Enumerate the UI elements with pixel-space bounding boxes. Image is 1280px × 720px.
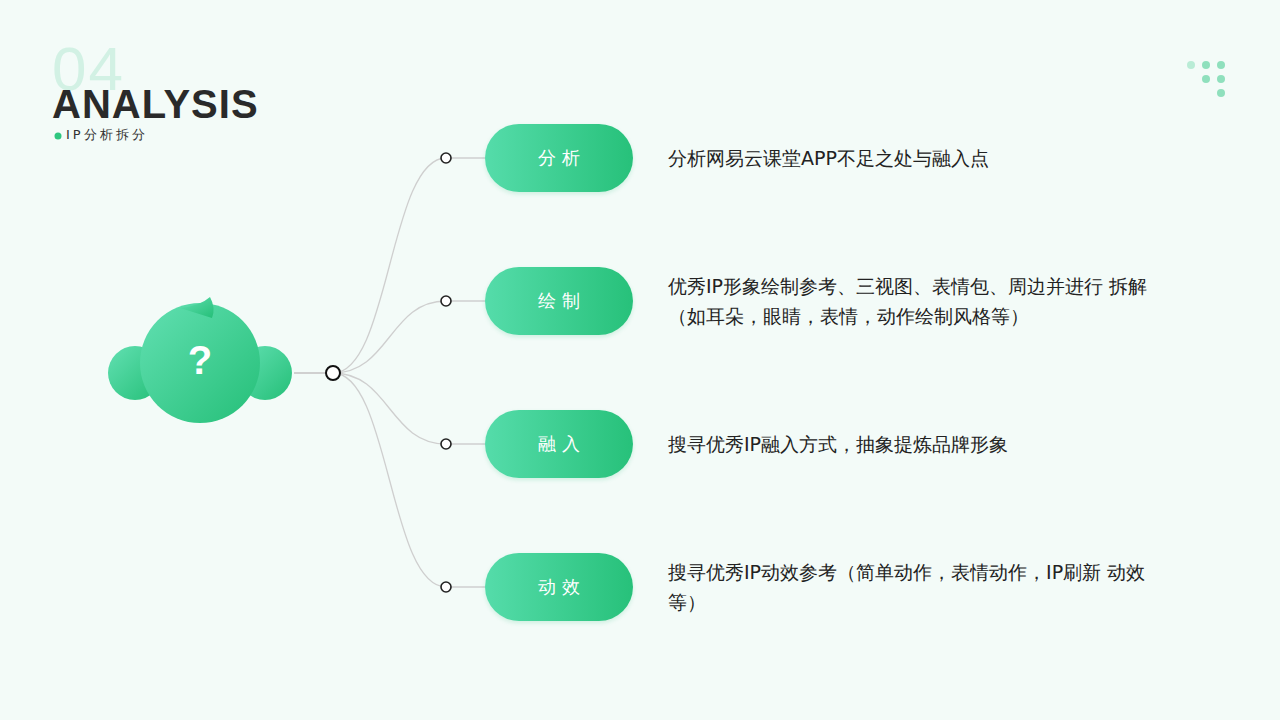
subtitle: IP分析拆分: [66, 127, 148, 143]
slide-title: ANALYSIS: [52, 84, 259, 124]
dot-grid: [1187, 61, 1225, 97]
branch-line: [294, 373, 485, 444]
step-pill: 动效: [485, 553, 633, 621]
description: 优秀IP形象绘制参考、三视图、表情包、周边并进行 拆解（如耳朵，眼睛，表情，动作…: [668, 271, 1168, 331]
step-label: 绘制: [532, 289, 586, 313]
step-label: 动效: [532, 575, 586, 599]
joint-circle: [441, 296, 451, 306]
step-label: 融入: [532, 432, 586, 456]
step-label: 分析: [532, 146, 586, 170]
branch-line: [294, 158, 485, 373]
branch-line: [294, 373, 485, 587]
step-pill: 绘制: [485, 267, 633, 335]
description: 分析网易云课堂APP不足之处与融入点: [668, 143, 1168, 173]
question-mark: ?: [170, 340, 230, 380]
step-pill: 分析: [485, 124, 633, 192]
joint-circle: [441, 153, 451, 163]
description: 搜寻优秀IP动效参考（简单动作，表情动作，IP刷新 动效等）: [668, 557, 1168, 617]
description: 搜寻优秀IP融入方式，抽象提炼品牌形象: [668, 429, 1168, 459]
hub-circle: [326, 366, 340, 380]
bullet-dot: [55, 133, 62, 140]
branch-line: [294, 301, 485, 373]
ip-head: ?: [108, 296, 294, 424]
joint-circle: [441, 582, 451, 592]
step-pill: 融入: [485, 410, 633, 478]
joint-circle: [441, 439, 451, 449]
